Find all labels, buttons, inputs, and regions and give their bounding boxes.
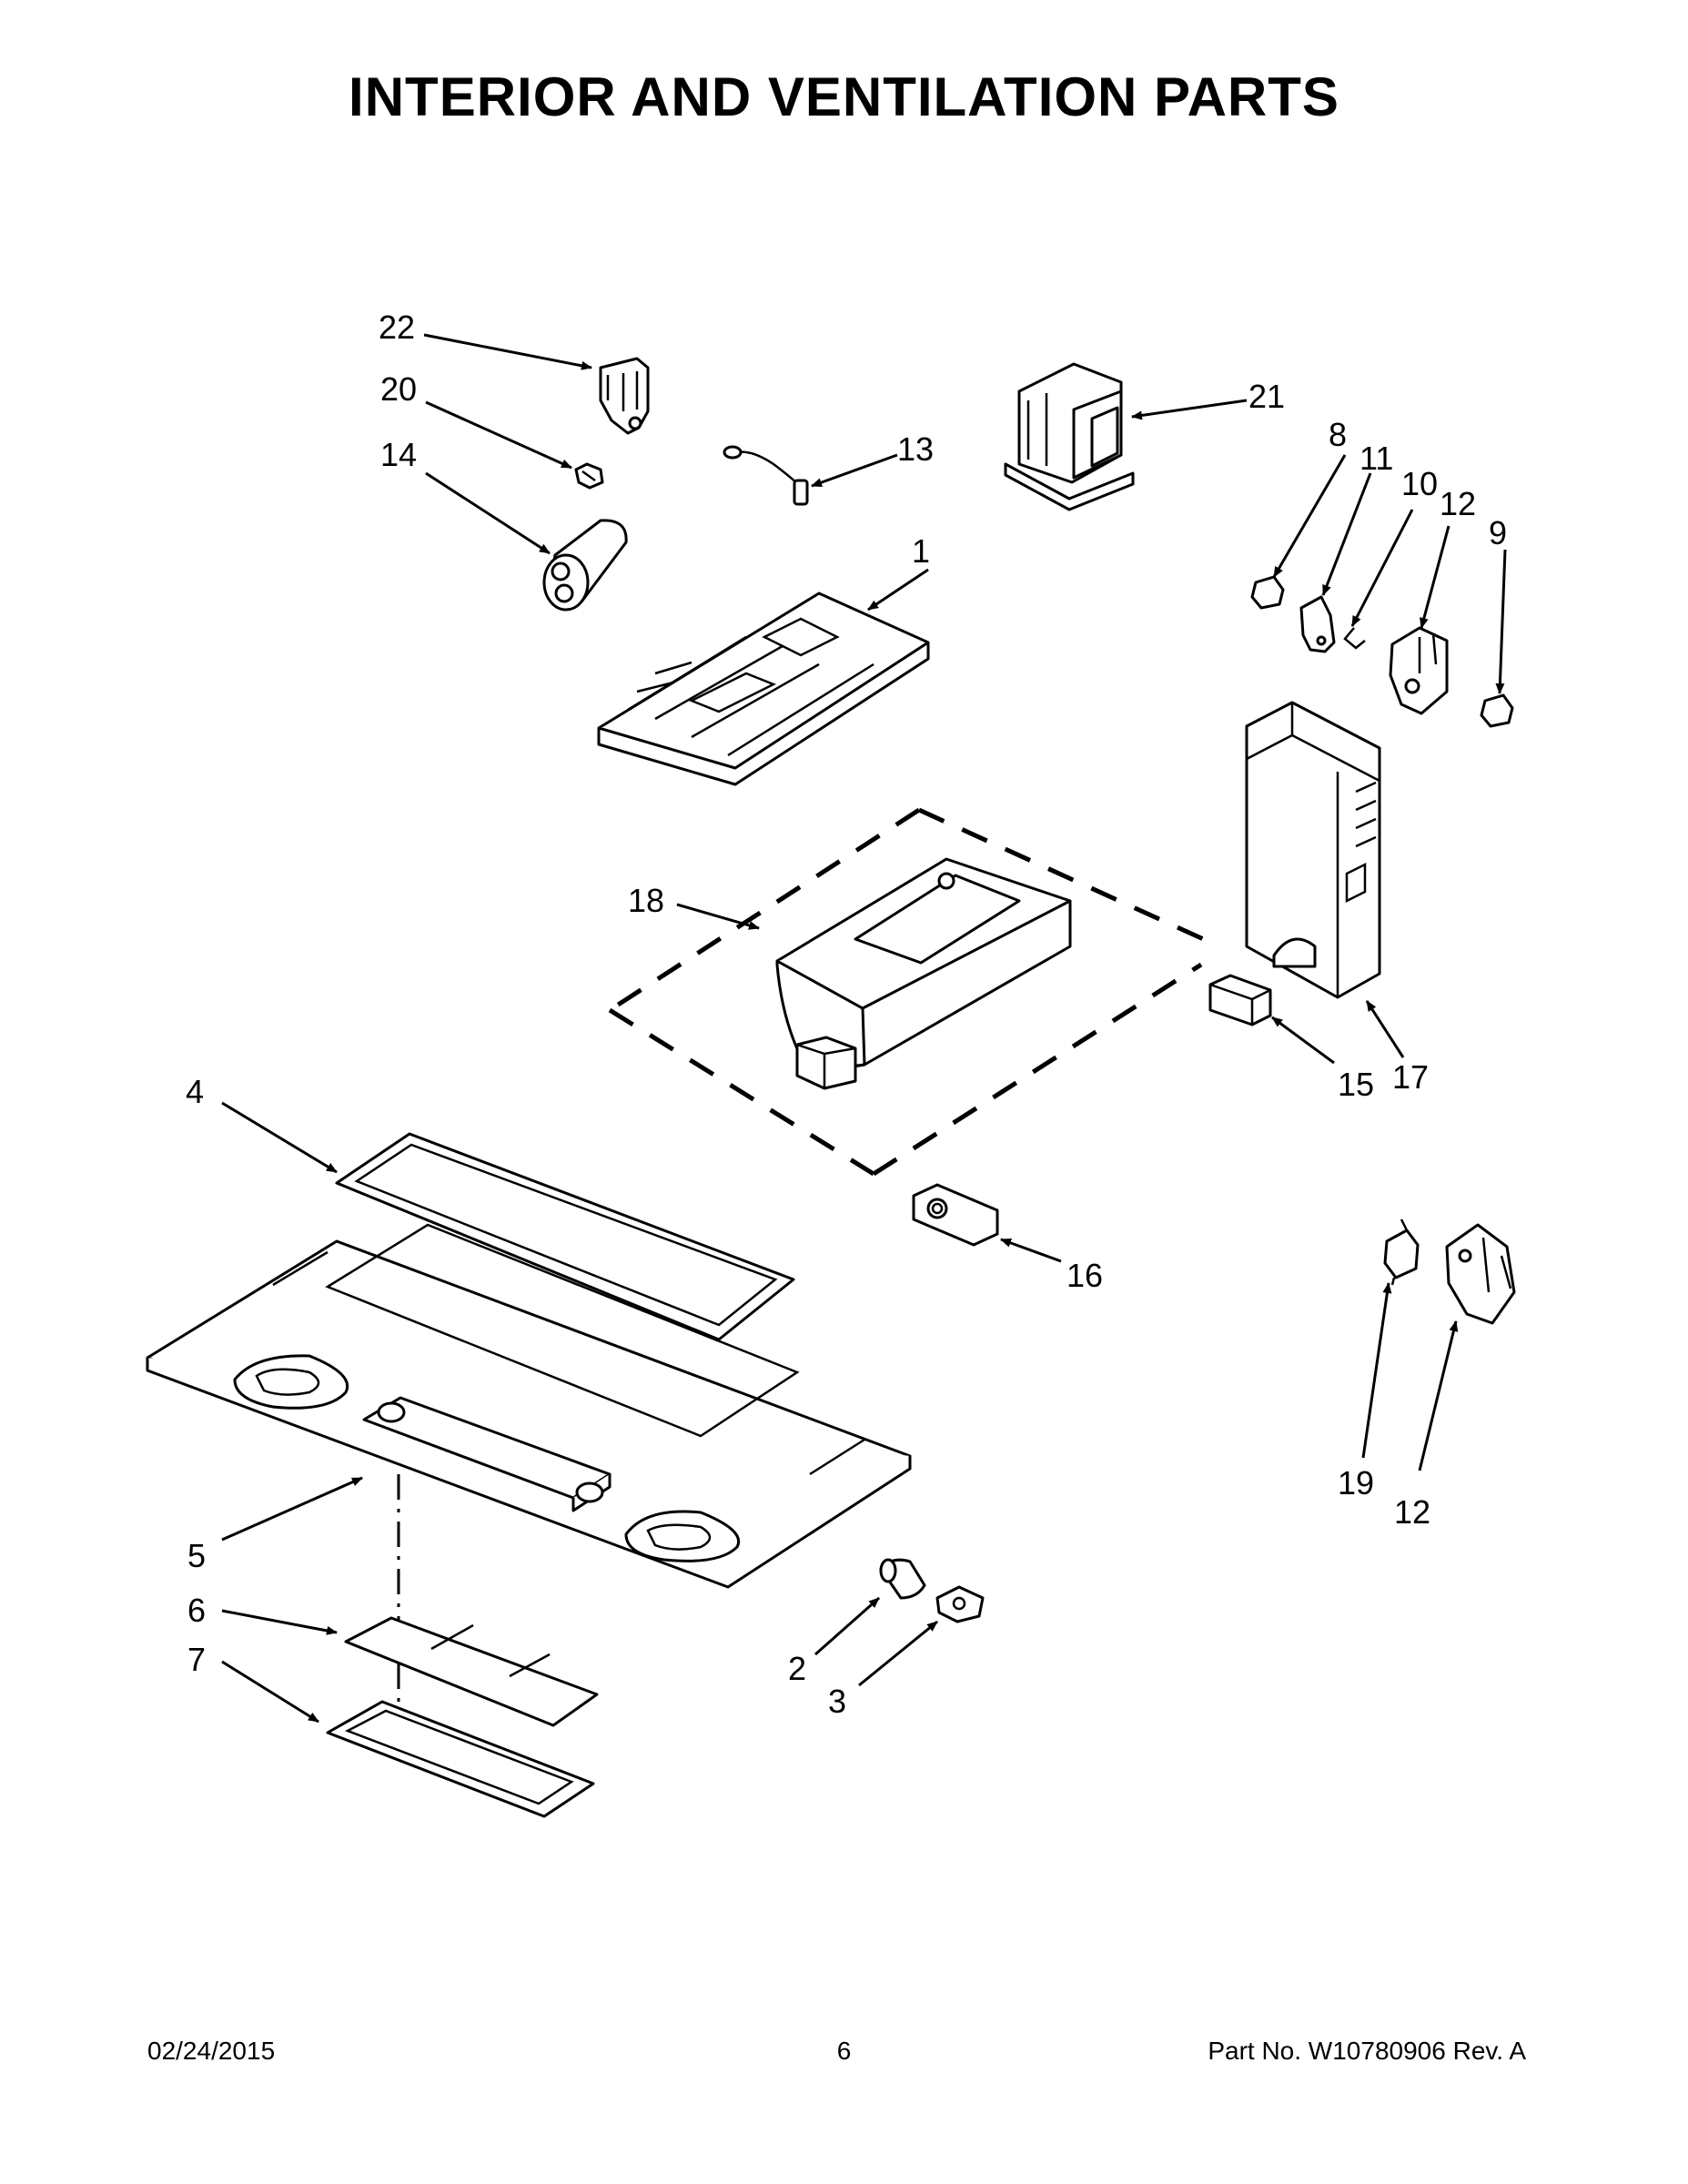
part-4-grease-filter[interactable] xyxy=(335,1132,795,1341)
part-6-light-lens[interactable] xyxy=(344,1616,599,1727)
callout-22: 22 xyxy=(379,308,415,346)
part-3-socket[interactable] xyxy=(935,1585,985,1623)
callout-15: 15 xyxy=(1338,1066,1374,1103)
part-12-door-latch-top[interactable] xyxy=(1389,626,1449,715)
footer-part-number: Part No. W10780906 Rev. A xyxy=(1208,2037,1526,2065)
callout-14: 14 xyxy=(380,436,417,473)
part-21-transformer[interactable] xyxy=(1004,362,1135,511)
part-7-light-cover[interactable] xyxy=(326,1700,595,1818)
part-10-spring[interactable] xyxy=(1343,627,1366,650)
part-5-bottom-plate[interactable] xyxy=(146,1223,912,1747)
callout-2: 2 xyxy=(788,1650,806,1687)
callout-10: 10 xyxy=(1401,465,1438,502)
callout-19: 19 xyxy=(1338,1464,1374,1502)
callout-20: 20 xyxy=(380,370,417,408)
callout-18: 18 xyxy=(628,882,664,919)
callout-3: 3 xyxy=(828,1683,846,1720)
part-9-switch[interactable] xyxy=(1480,693,1514,728)
callout-5: 5 xyxy=(187,1537,206,1574)
part-16-light-socket[interactable] xyxy=(912,1183,999,1247)
callout-11: 11 xyxy=(1359,440,1393,477)
leader-lines xyxy=(221,333,1507,1724)
part-17-vent-duct[interactable] xyxy=(1245,701,1381,999)
part-18-damper-box xyxy=(795,1036,857,1090)
footer-date: 02/24/2015 xyxy=(147,2037,276,2065)
part-8-switch[interactable] xyxy=(1250,575,1285,610)
part-11-switch-lever[interactable] xyxy=(1299,595,1336,653)
callout-8: 8 xyxy=(1329,416,1347,453)
part-20-clip[interactable] xyxy=(574,462,604,490)
part-13-wire-harness[interactable] xyxy=(723,445,809,506)
part-2-bulb[interactable] xyxy=(879,1558,926,1600)
callout-6: 6 xyxy=(187,1592,206,1629)
part-1-mounting-plate[interactable] xyxy=(597,592,930,786)
part-15-thermal-cutout[interactable] xyxy=(1208,974,1272,1026)
callout-4: 4 xyxy=(186,1073,204,1110)
callout-13: 13 xyxy=(897,430,934,468)
page-title: INTERIOR AND VENTILATION PARTS xyxy=(349,66,1339,127)
callout-21: 21 xyxy=(1248,378,1285,415)
callout-12-top: 12 xyxy=(1440,485,1476,522)
callout-16: 16 xyxy=(1066,1257,1103,1294)
part-19-switch[interactable] xyxy=(1383,1218,1420,1286)
callout-1: 1 xyxy=(912,532,930,570)
callout-12-bottom: 12 xyxy=(1394,1493,1430,1531)
footer-page-number: 6 xyxy=(836,2037,852,2065)
callout-7: 7 xyxy=(187,1641,206,1678)
callout-17: 17 xyxy=(1392,1058,1429,1096)
callout-9: 9 xyxy=(1489,514,1507,551)
part-12-door-latch-bottom[interactable] xyxy=(1445,1223,1516,1325)
part-14-capacitor[interactable] xyxy=(542,519,628,612)
part-18-blower-housing[interactable] xyxy=(608,807,1221,1177)
part-22-bracket[interactable] xyxy=(599,357,650,435)
